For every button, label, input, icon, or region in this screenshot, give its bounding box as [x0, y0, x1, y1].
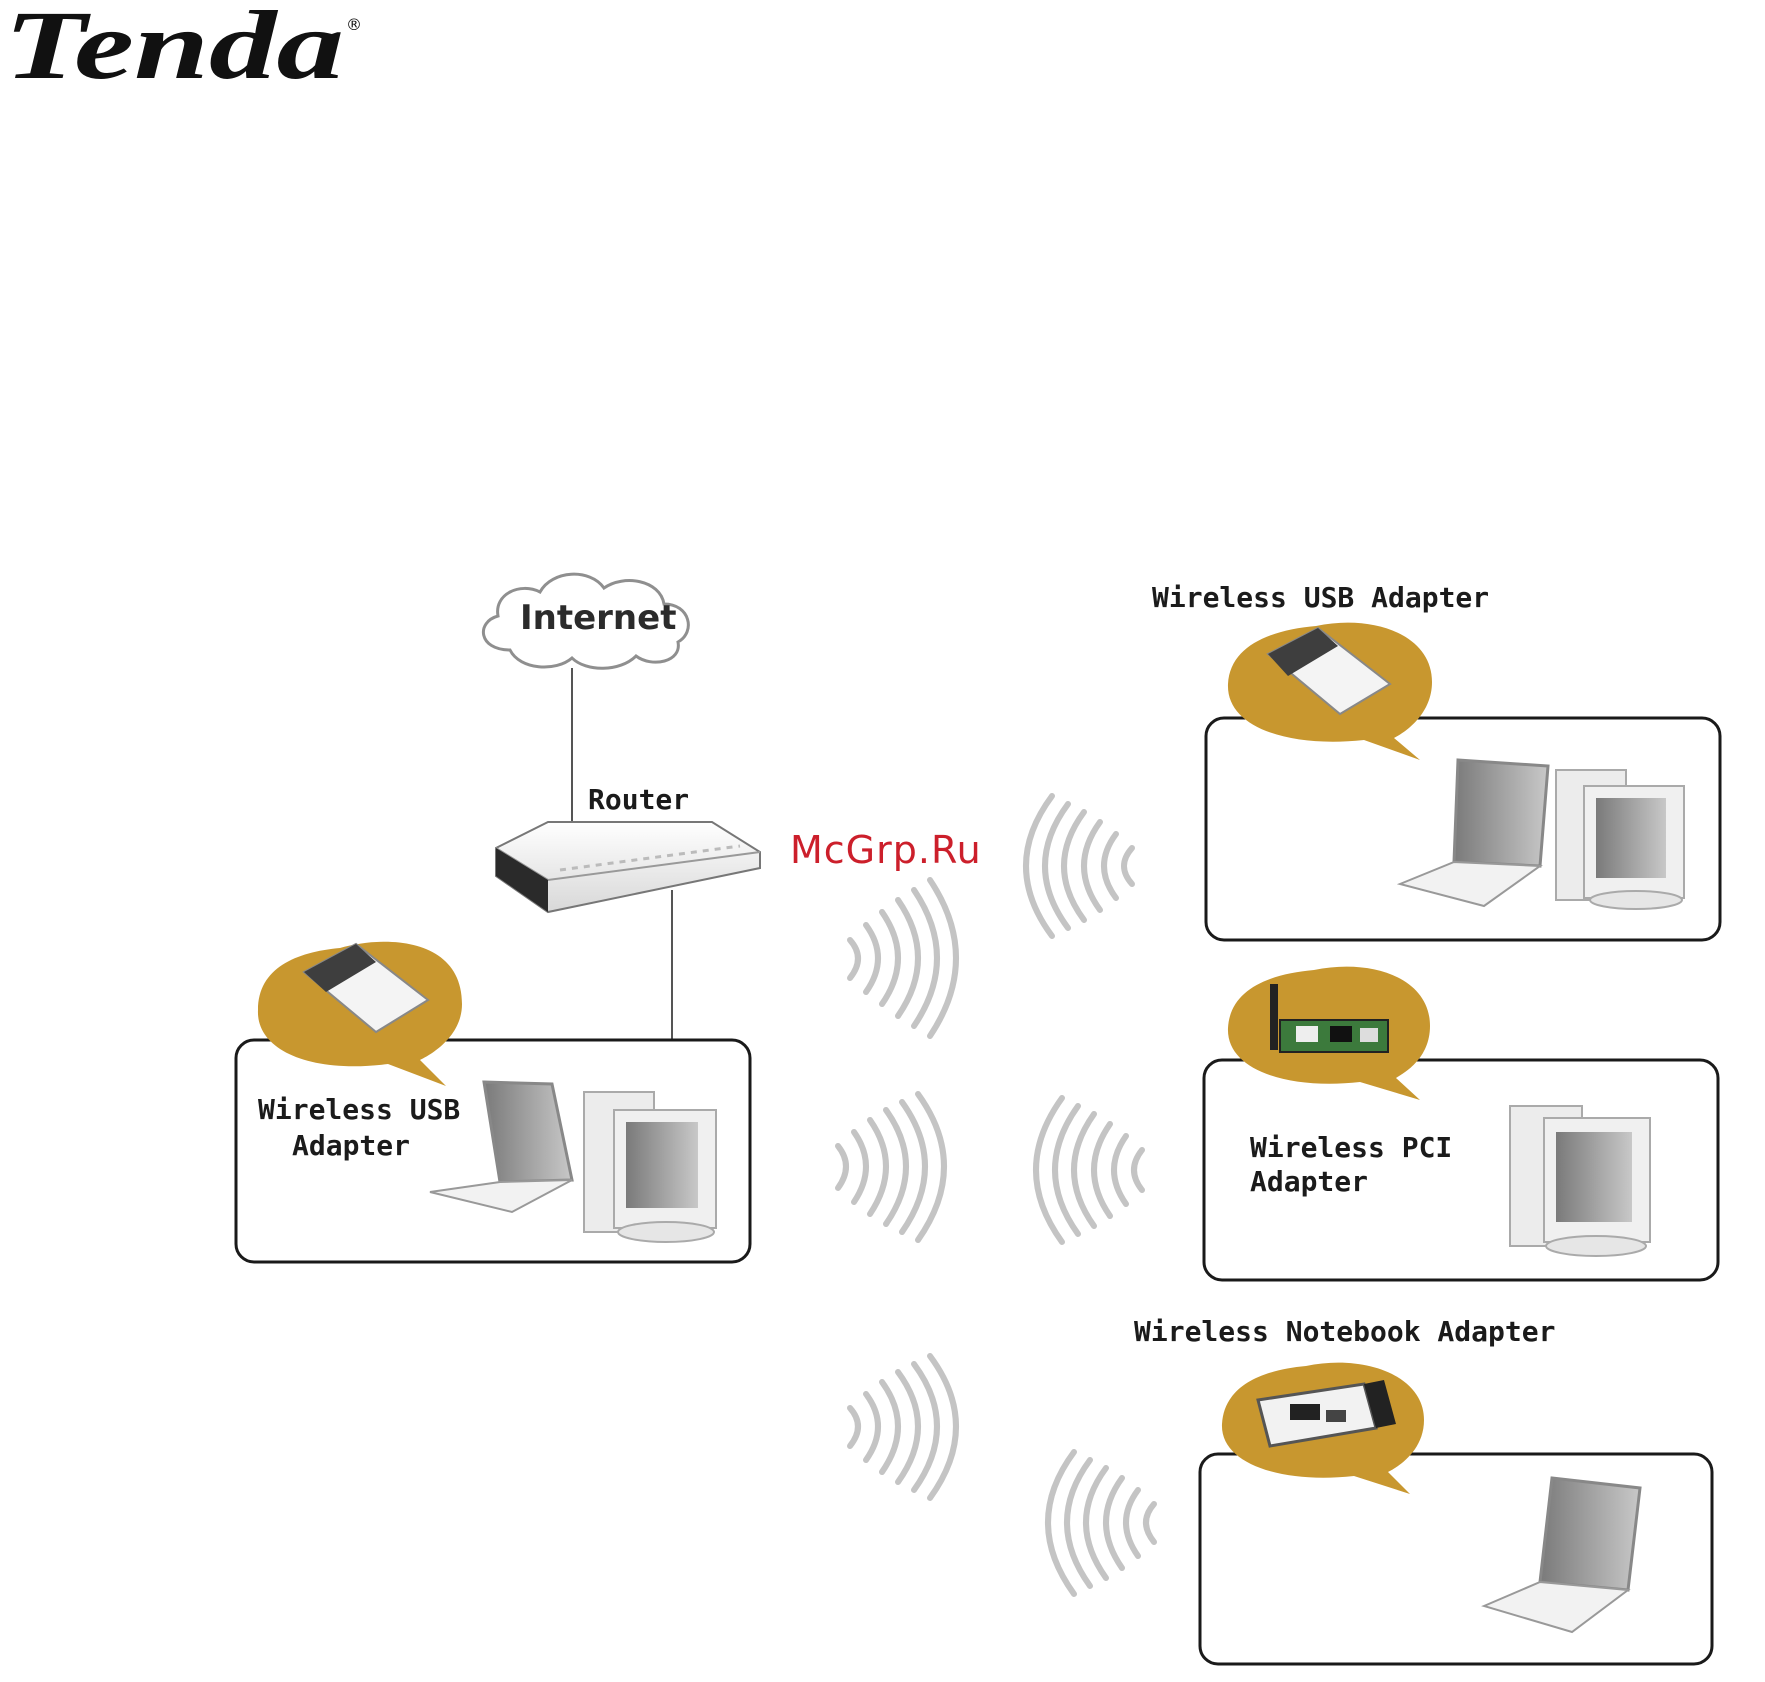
- bottom-right-client-box: [1200, 1454, 1712, 1664]
- wireless-wave-icon: [838, 1094, 944, 1240]
- wireless-wave-icon: [850, 1356, 956, 1498]
- top-right-adapter-label: Wireless USB Adapter: [1152, 580, 1489, 616]
- router-label: Router: [588, 782, 689, 818]
- middle-right-desktop-icon: [1510, 1106, 1650, 1256]
- left-desktop-icon: [584, 1092, 716, 1242]
- internet-label: Internet: [520, 598, 676, 638]
- left-adapter-label-line1: Wireless USB: [258, 1092, 460, 1128]
- wireless-wave-icon: [1048, 1452, 1154, 1594]
- watermark-text: McGrp.Ru: [790, 828, 982, 872]
- left-adapter-label-line2: Adapter: [292, 1128, 410, 1164]
- pci-adapter-label-line2: Adapter: [1250, 1164, 1368, 1200]
- wireless-wave-icon: [1026, 796, 1132, 936]
- top-right-desktop-icon: [1556, 770, 1684, 909]
- router-icon: [496, 822, 760, 912]
- wireless-wave-icon: [850, 880, 956, 1036]
- notebook-adapter-label: Wireless Notebook Adapter: [1134, 1314, 1555, 1350]
- pci-adapter-label-line1: Wireless PCI: [1250, 1130, 1452, 1166]
- wireless-wave-icon: [1036, 1098, 1142, 1242]
